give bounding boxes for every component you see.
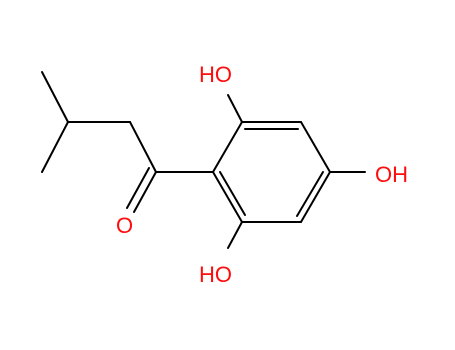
ring-bond-1 [212,121,243,173]
bond-methyl-upper [41,71,69,123]
bond-oh-top [227,94,243,123]
ring-bond-4 [300,171,331,223]
bond-carbonyl-double-b [126,167,150,209]
ring-bond-6 [212,171,243,223]
ring-bond-3 [300,121,331,173]
bond-layer [41,71,366,249]
atom-label-oh-bottom: HO [199,262,232,287]
ring-bond-6-inner [219,171,246,216]
label-layer: HO OH HO O [116,62,408,287]
bond-methyl-lower [41,121,69,173]
atom-label-oh-top: HO [199,62,232,87]
ring-bond-4-inner [296,171,324,217]
bond-oh-bottom [227,221,243,249]
bond-carbonyl-double-a [133,171,157,213]
atom-label-oh-right: OH [375,162,408,187]
bond-ch2-carbonyl [129,121,157,173]
atom-label-carbonyl-o: O [116,213,133,238]
